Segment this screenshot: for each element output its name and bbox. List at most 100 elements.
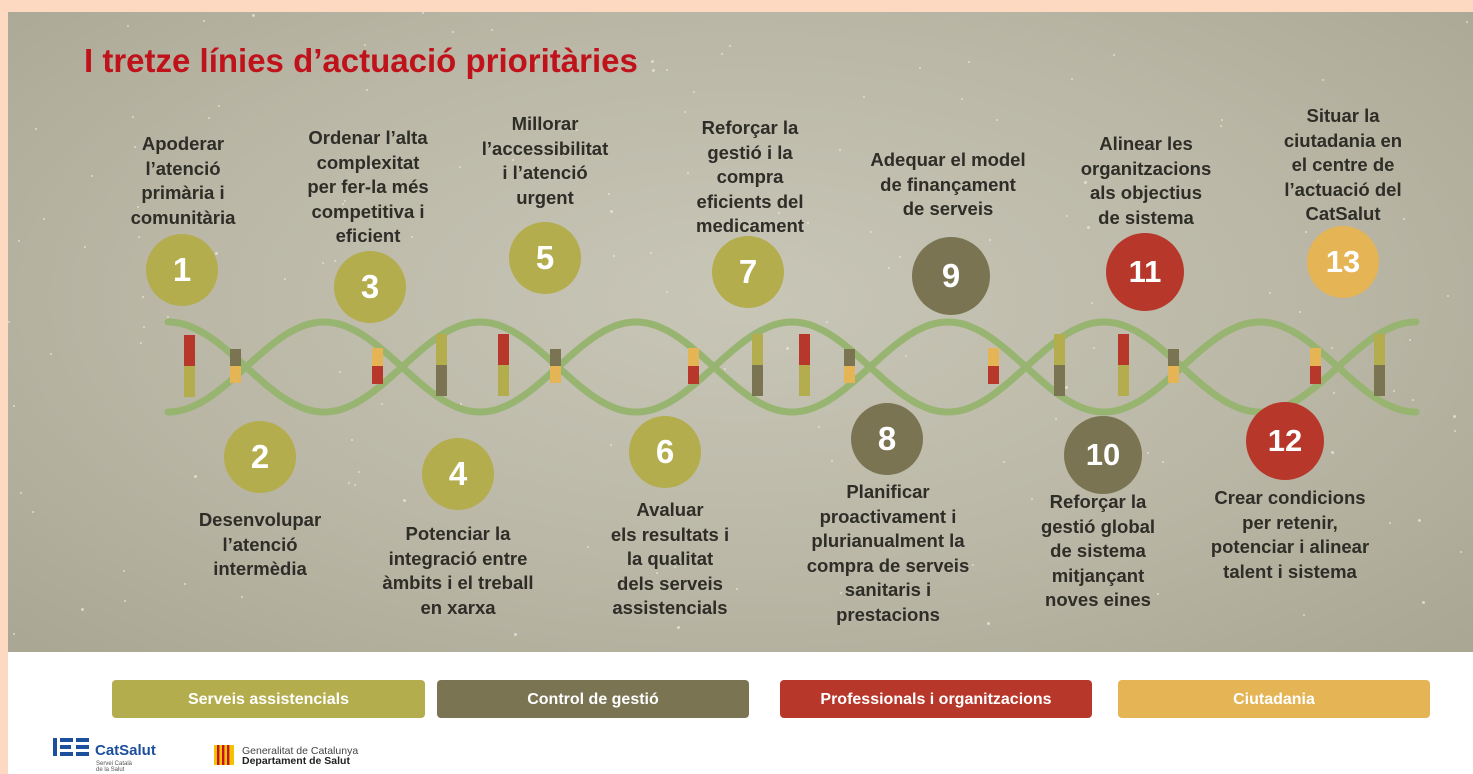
star-speck xyxy=(677,626,681,630)
star-speck xyxy=(839,148,842,151)
generalitat-name: Generalitat de Catalunya xyxy=(242,745,359,757)
legend-serveis-assistencials: Serveis assistencials xyxy=(112,680,425,718)
base-pair-segment xyxy=(1310,366,1321,384)
catsalut-name: CatSalut xyxy=(95,742,156,759)
base-pair-segment xyxy=(1374,334,1385,365)
star-speck xyxy=(826,321,829,324)
star-speck xyxy=(122,570,125,573)
star-speck xyxy=(347,481,350,484)
star-speck xyxy=(674,565,677,568)
star-speck xyxy=(1090,301,1093,304)
star-speck xyxy=(460,402,463,405)
line-label-row: el centre de xyxy=(1291,154,1395,175)
star-speck xyxy=(422,12,425,15)
star-speck xyxy=(1031,498,1034,501)
line-label-row: noves eines xyxy=(1045,589,1151,610)
star-speck xyxy=(665,69,668,72)
line-label-row: Desenvolupar xyxy=(198,509,322,530)
line-label-row: primària i xyxy=(141,182,225,203)
star-speck xyxy=(1084,181,1088,185)
star-speck xyxy=(18,240,21,243)
line-number-3: 3 xyxy=(334,251,406,323)
catsalut-mark-icon xyxy=(53,738,89,756)
star-speck xyxy=(666,290,669,293)
star-speck xyxy=(532,60,536,64)
star-speck xyxy=(181,173,184,175)
star-speck xyxy=(90,175,93,178)
star-speck xyxy=(888,267,891,270)
star-speck xyxy=(133,145,136,148)
star-speck xyxy=(806,221,809,224)
base-pair-segment xyxy=(184,335,195,366)
line-label-row: intermèdia xyxy=(213,558,307,579)
star-speck xyxy=(1304,230,1307,233)
base-pair-segment xyxy=(1168,366,1179,383)
star-speck xyxy=(20,492,23,495)
star-speck xyxy=(840,592,843,595)
star-speck xyxy=(1113,54,1116,57)
star-speck xyxy=(1402,218,1405,221)
line-label-row: Ordenar l’alta xyxy=(308,127,428,148)
star-speck xyxy=(862,95,865,98)
line-label-row: l’actuació del xyxy=(1284,178,1402,200)
star-speck xyxy=(132,115,135,118)
star-speck xyxy=(967,60,970,63)
star-speck xyxy=(649,251,652,254)
base-pair-segment xyxy=(1118,365,1129,396)
base-pair-segment xyxy=(230,366,241,383)
slide: I tretze línies d’actuació prioritàries … xyxy=(8,12,1473,652)
star-speck xyxy=(1408,338,1411,341)
star-speck xyxy=(353,483,356,486)
line-label-row: compra de serveis xyxy=(806,554,970,576)
line-label-row: CatSalut xyxy=(1305,203,1381,224)
star-speck xyxy=(203,20,206,23)
star-speck xyxy=(183,582,186,585)
star-speck xyxy=(140,341,143,344)
star-speck xyxy=(869,231,872,234)
star-speck xyxy=(252,13,256,17)
base-pair-segment xyxy=(372,348,383,366)
star-speck xyxy=(342,203,345,206)
star-speck xyxy=(167,315,170,318)
line-label-row: i l’atenció xyxy=(502,162,588,183)
base-pair-segment xyxy=(844,366,855,383)
line-label-row: eficient xyxy=(335,225,401,246)
line-label-row: la qualitat xyxy=(626,548,714,569)
base-pair-segment xyxy=(230,349,241,366)
star-speck xyxy=(363,44,366,47)
star-speck xyxy=(726,157,729,160)
star-speck xyxy=(138,235,141,238)
base-pair-segment xyxy=(372,366,383,384)
star-speck xyxy=(458,166,461,169)
line-label-row: per retenir, xyxy=(1242,511,1338,533)
base-pair-segment xyxy=(1374,365,1385,396)
star-speck xyxy=(381,402,384,405)
line-label-row: comunitària xyxy=(130,206,236,228)
star-speck xyxy=(1220,119,1223,122)
star-speck xyxy=(1157,592,1160,595)
line-label-row: Adequar el model xyxy=(870,149,1026,170)
star-speck xyxy=(13,405,16,408)
star-speck xyxy=(575,128,578,131)
line-label-row: als objectius xyxy=(1089,182,1203,203)
star-speck xyxy=(1220,547,1223,550)
star-speck xyxy=(1298,310,1301,313)
line-number-10: 10 xyxy=(1064,416,1142,494)
star-speck xyxy=(720,52,723,55)
star-speck xyxy=(451,30,454,33)
star-speck xyxy=(778,211,781,214)
star-speck xyxy=(692,91,695,94)
star-speck xyxy=(586,546,589,549)
line-label-row: de sistema xyxy=(1098,206,1194,228)
line-label-row: l’accessibilitat xyxy=(481,137,609,159)
base-pair-segment xyxy=(688,366,699,384)
line-label-row: dels serveis xyxy=(617,572,723,594)
star-speck xyxy=(1447,294,1449,297)
star-speck xyxy=(1330,450,1334,454)
star-speck xyxy=(1066,215,1069,218)
star-speck xyxy=(785,347,789,351)
star-speck xyxy=(284,278,287,281)
